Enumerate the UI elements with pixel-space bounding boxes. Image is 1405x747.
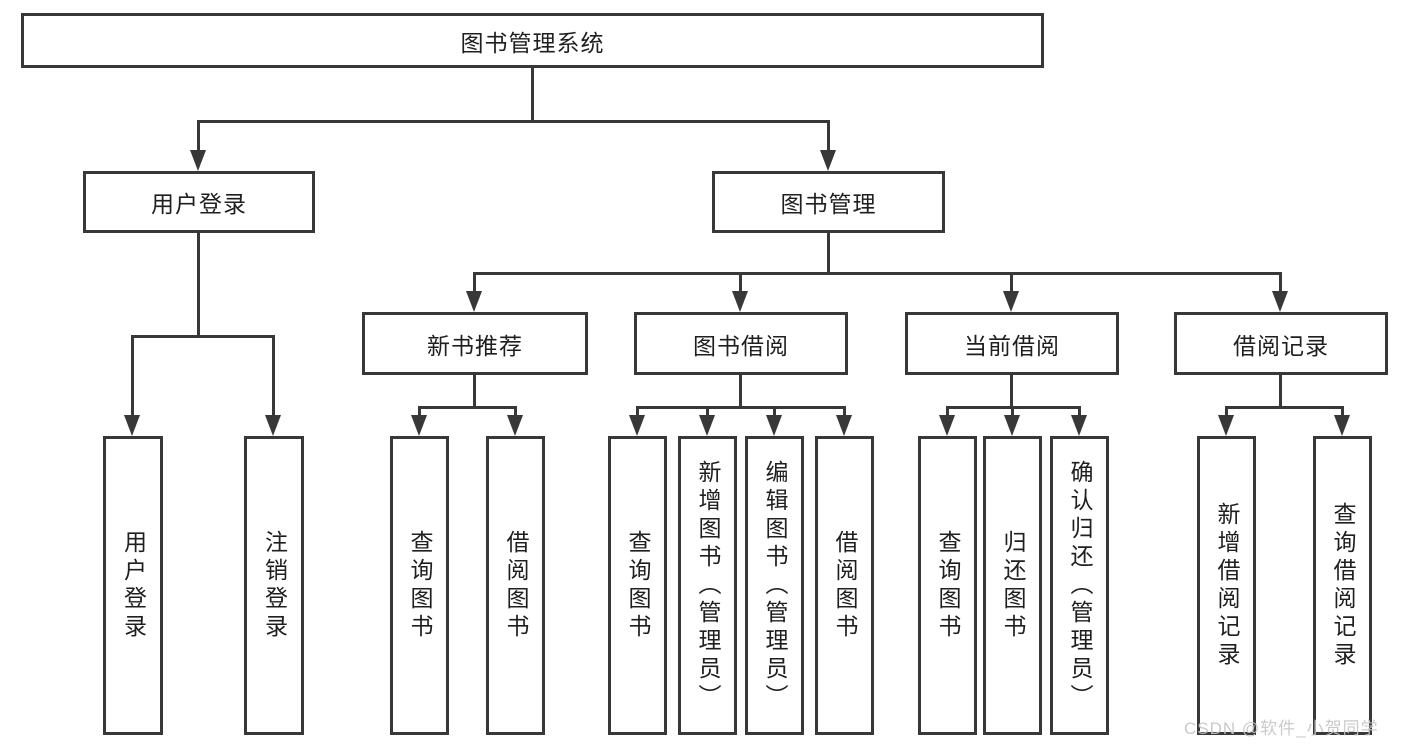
connector-line	[1225, 406, 1344, 409]
arrow-head	[1071, 415, 1087, 436]
arrow-head	[1004, 415, 1020, 436]
connector-line	[418, 406, 421, 415]
node-label: 查询图书	[625, 529, 651, 642]
node-label: 编辑图书（管理员）	[762, 459, 788, 712]
connector-line	[1279, 375, 1282, 406]
connector-line	[514, 406, 517, 415]
node-user-login: 用户登录	[83, 171, 315, 233]
connector-line	[531, 68, 534, 120]
leaf-borrow-books: 借阅图书	[815, 436, 874, 735]
connector-line	[773, 406, 776, 415]
leaf-add-borrow-record: 新增借阅记录	[1197, 436, 1256, 735]
arrow-head	[629, 415, 645, 436]
node-label: 新增图书（管理员）	[695, 459, 721, 712]
leaf-query-borrow-record: 查询借阅记录	[1313, 436, 1372, 735]
connector-line	[739, 272, 742, 292]
connector-line	[843, 406, 846, 415]
connector-line	[1010, 272, 1013, 292]
node-label: 查询图书	[935, 529, 961, 642]
connector-line	[1341, 406, 1344, 415]
connector-line	[197, 120, 200, 150]
connector-line	[739, 375, 742, 406]
connector-line	[706, 406, 709, 415]
connector-line	[197, 120, 830, 123]
arrow-head	[507, 415, 523, 436]
connector-line	[131, 335, 275, 338]
leaf-query-books-borrowing: 查询图书	[608, 436, 667, 735]
node-label: 新书推荐	[427, 332, 523, 359]
arrow-head	[766, 415, 782, 436]
node-label: 新增借阅记录	[1214, 501, 1240, 670]
arrow-head	[939, 415, 955, 436]
connector-line	[636, 406, 846, 409]
node-label: 用户登录	[151, 191, 247, 217]
node-label: 借阅记录	[1233, 332, 1329, 359]
connector-line	[473, 375, 476, 406]
node-label: 图书借阅	[693, 332, 789, 359]
connector-line	[418, 406, 517, 409]
node-label: 查询图书	[407, 529, 433, 642]
arrow-head	[836, 415, 852, 436]
node-library-management-system: 图书管理系统	[21, 13, 1044, 68]
connector-line	[473, 272, 1282, 275]
connector-line	[946, 406, 949, 415]
arrow-head	[732, 291, 748, 312]
node-current-borrowing: 当前借阅	[905, 312, 1119, 375]
node-label: 确认归还（管理员）	[1067, 459, 1093, 712]
node-book-management: 图书管理	[712, 171, 945, 233]
arrow-head	[699, 415, 715, 436]
connector-line	[827, 233, 830, 272]
arrow-head	[411, 415, 427, 436]
connector-line	[1078, 406, 1081, 415]
connector-line	[827, 120, 830, 150]
node-label: 图书管理	[780, 191, 877, 217]
node-book-borrowing: 图书借阅	[634, 312, 848, 375]
node-label: 图书管理系统	[460, 29, 605, 56]
leaf-user-login: 用户登录	[103, 436, 163, 735]
leaf-logout: 注销登录	[244, 436, 304, 735]
leaf-confirm-return-admin: 确认归还（管理员）	[1050, 436, 1109, 735]
node-label: 借阅图书	[832, 529, 858, 642]
arrow-head	[1218, 415, 1234, 436]
connector-line	[473, 272, 476, 292]
connector-line	[272, 335, 275, 415]
connector-line	[636, 406, 639, 415]
leaf-add-books-admin: 新增图书（管理员）	[678, 436, 737, 735]
arrow-head	[820, 150, 836, 171]
arrow-head	[466, 291, 482, 312]
arrow-head	[190, 150, 206, 171]
node-label: 用户登录	[120, 529, 147, 642]
node-label: 借阅图书	[503, 529, 529, 642]
connector-line	[1225, 406, 1228, 415]
node-label: 当前借阅	[964, 332, 1060, 359]
leaf-query-books-recommend: 查询图书	[390, 436, 449, 735]
leaf-borrow-books-recommend: 借阅图书	[486, 436, 545, 735]
leaf-return-books: 归还图书	[983, 436, 1042, 735]
connector-line	[131, 335, 134, 415]
connector-line	[197, 233, 200, 335]
connector-line	[1010, 375, 1013, 406]
connector-line	[1279, 272, 1282, 292]
csdn-watermark: CSDN @软件_小贺同学	[1184, 719, 1379, 738]
arrow-head	[1334, 415, 1350, 436]
leaf-query-books-current: 查询图书	[918, 436, 977, 735]
node-new-book-recommendation: 新书推荐	[362, 312, 588, 375]
connector-line	[1011, 406, 1014, 415]
node-label: 注销登录	[261, 529, 288, 642]
node-label: 归还图书	[1000, 529, 1026, 642]
arrow-head	[1003, 291, 1019, 312]
node-borrowing-records: 借阅记录	[1174, 312, 1388, 375]
leaf-edit-books-admin: 编辑图书（管理员）	[745, 436, 804, 735]
arrow-head	[124, 415, 140, 436]
node-label: 查询借阅记录	[1330, 501, 1356, 670]
arrow-head	[265, 415, 281, 436]
arrow-head	[1272, 291, 1288, 312]
